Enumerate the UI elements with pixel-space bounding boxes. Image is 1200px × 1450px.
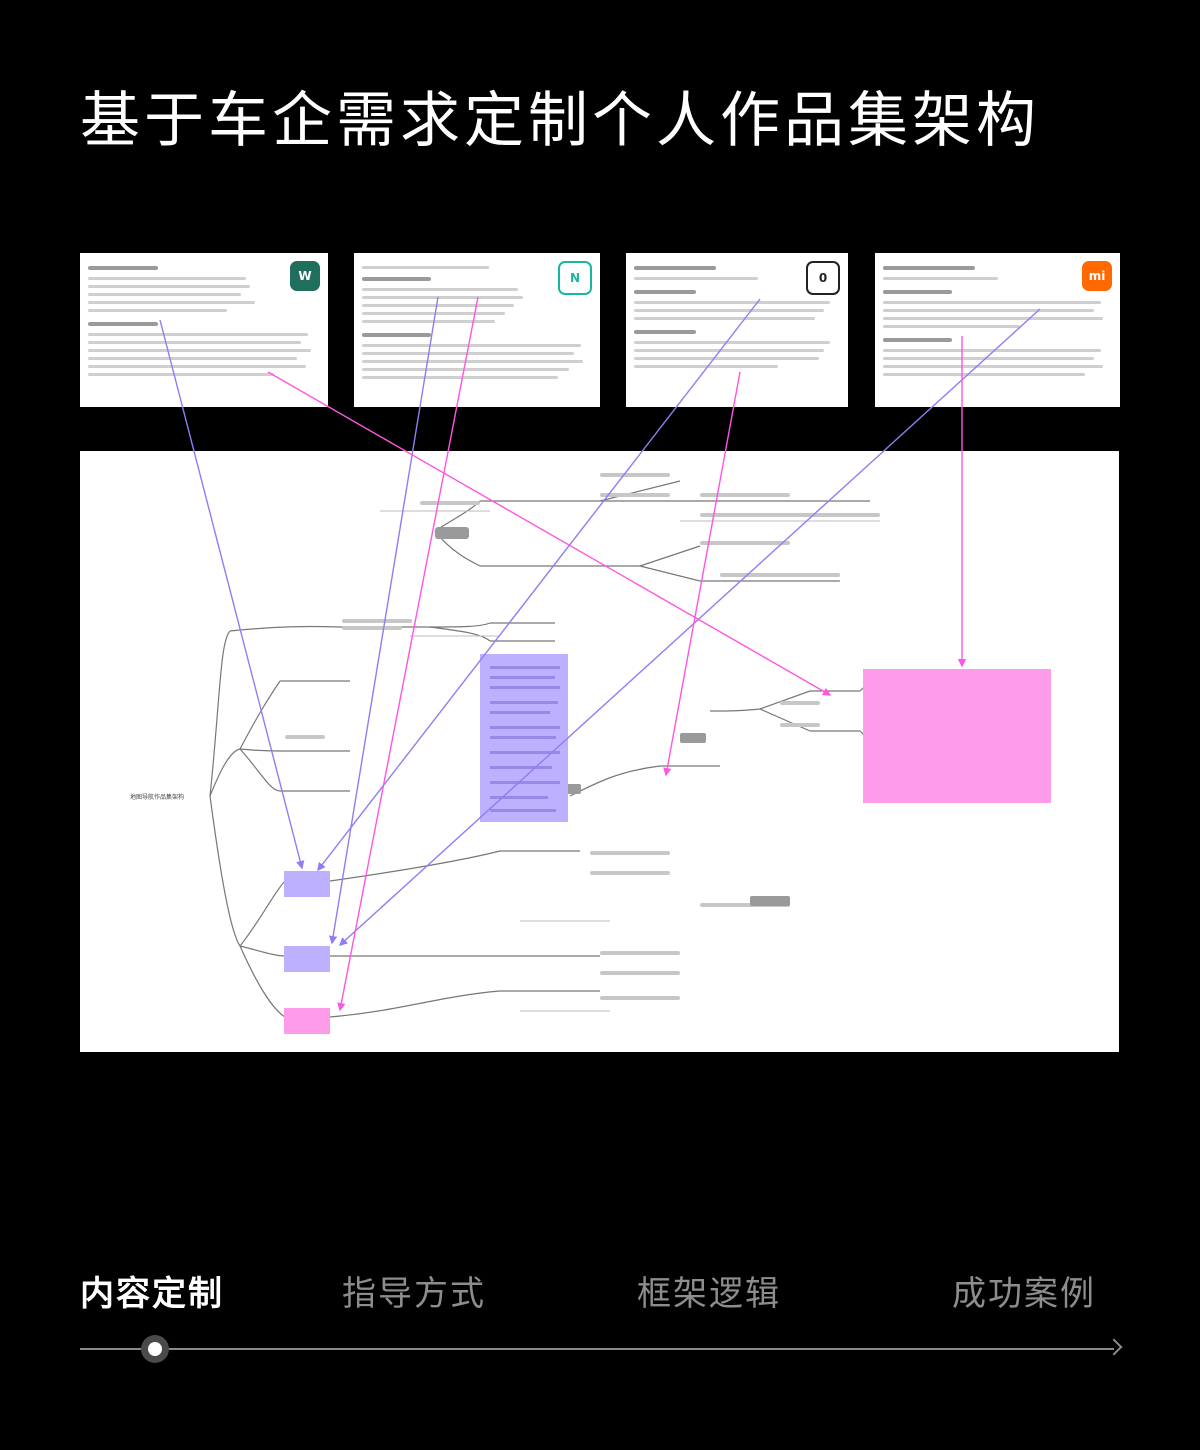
tab-content-customization[interactable]: 内容定制	[80, 1274, 224, 1314]
company-logo-icon: 0	[806, 261, 840, 295]
company-logo-icon: mi	[1082, 261, 1112, 291]
page-title: 基于车企需求定制个人作品集架构	[80, 86, 1040, 156]
tab-success-cases[interactable]: 成功案例	[952, 1274, 1096, 1314]
arrow-right-icon	[1105, 1338, 1123, 1356]
section-tabs: 内容定制 指导方式 框架逻辑 成功案例	[80, 1266, 1120, 1316]
mind-map-root-label: 地图导航作品集架构	[130, 793, 184, 801]
mind-map-graphic: 地图导航作品集架构	[130, 473, 1051, 1034]
mind-map[interactable]: 地图导航作品集架构	[80, 451, 1119, 1052]
job-doc-2[interactable]: N	[354, 253, 600, 407]
progress-indicator[interactable]	[141, 1335, 169, 1363]
job-doc-3[interactable]: 0	[626, 253, 848, 407]
progress-track	[80, 1348, 1114, 1350]
tab-guidance-method[interactable]: 指导方式	[342, 1274, 486, 1314]
progress-dot-icon	[148, 1342, 162, 1356]
company-logo-icon: N	[558, 261, 592, 295]
tab-framework-logic[interactable]: 框架逻辑	[637, 1274, 781, 1314]
job-doc-1[interactable]: W	[80, 253, 328, 407]
job-doc-4[interactable]: mi	[875, 253, 1120, 407]
company-logo-icon: W	[290, 261, 320, 291]
